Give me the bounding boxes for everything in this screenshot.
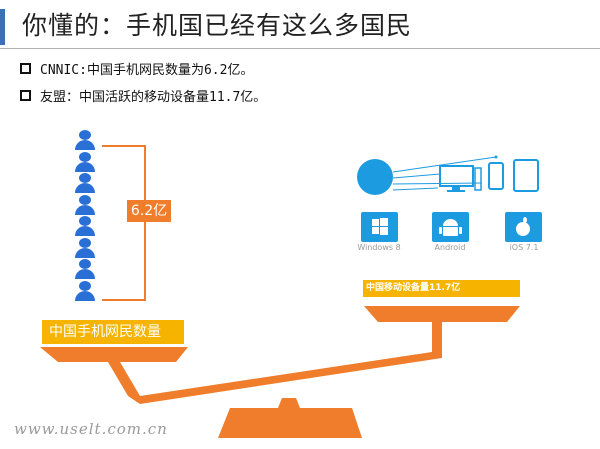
os-label-ios: iOS 7.1	[509, 243, 539, 252]
people-stack	[74, 130, 96, 302]
scale-beam	[108, 322, 442, 404]
person-icon	[74, 280, 96, 303]
person-icon	[74, 194, 96, 217]
bullet-cnnic: CNNIC:中国手机网民数量为6.2亿。	[20, 59, 253, 78]
bullet-text: 友盟：中国活跃的移动设备量11.7亿。	[40, 90, 267, 105]
bullet-umeng: 友盟：中国活跃的移动设备量11.7亿。	[20, 86, 266, 105]
right-pan-label: 中国移动设备量11.7亿	[363, 280, 520, 297]
connector-lines	[392, 156, 497, 191]
right-pan	[364, 306, 520, 322]
person-icon	[74, 173, 96, 195]
user-node-circle	[357, 159, 393, 195]
windows-icon	[361, 212, 398, 242]
os-label-windows: Windows 8	[357, 243, 401, 252]
title-divider	[0, 48, 600, 49]
page-title: 你懂的：手机国已经有这么多国民	[22, 11, 413, 40]
scale-base	[218, 408, 362, 438]
title-accent-bar	[0, 9, 5, 45]
person-icon	[74, 216, 96, 238]
person-icon	[74, 151, 96, 174]
left-pan-label: 中国手机网民数量	[42, 320, 184, 344]
left-pan	[40, 347, 188, 362]
height-bracket	[102, 145, 146, 301]
bullet-text: CNNIC:中国手机网民数量为6.2亿。	[40, 63, 254, 78]
phone-icon	[488, 162, 504, 190]
tablet-icon	[513, 159, 539, 192]
bullet-square-icon	[20, 90, 31, 101]
os-label-android: Android	[434, 243, 466, 252]
watermark-text: www.uselt.com.cn	[14, 420, 168, 438]
desktop-icon	[439, 165, 482, 192]
person-icon	[74, 130, 96, 152]
person-icon	[74, 237, 96, 260]
android-icon	[432, 212, 469, 242]
fulcrum	[278, 398, 300, 408]
bullet-square-icon	[20, 63, 31, 74]
person-icon	[74, 259, 96, 281]
apple-icon	[505, 212, 542, 242]
users-value-tag: 6.2亿	[127, 200, 171, 222]
